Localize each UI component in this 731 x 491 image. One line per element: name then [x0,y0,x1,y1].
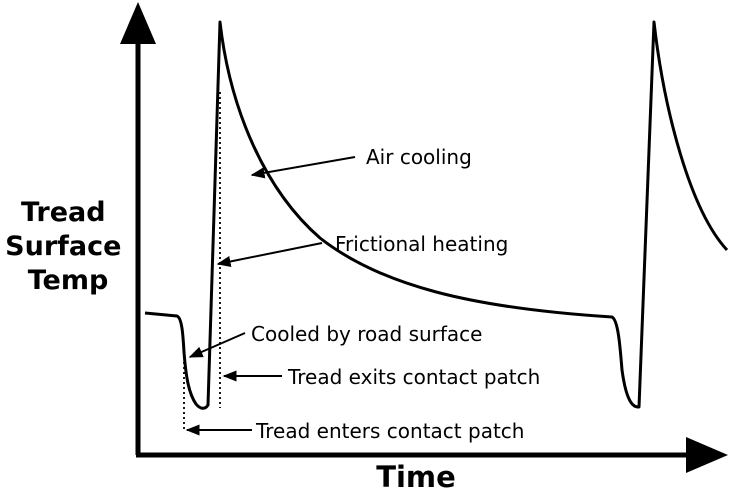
tread-enters-label: Tread enters contact patch [255,419,524,443]
tread-exits-label: Tread exits contact patch [287,365,540,389]
y-axis-title: Tread Surface Temp [5,197,131,296]
frictional-heating-label: Frictional heating [335,232,508,256]
y-axis-title-line-1: Tread [21,197,106,228]
y-axis-arrowhead [120,2,156,44]
y-axis-title-line-2: Surface [5,231,121,262]
y-axis-title-line-3: Temp [28,265,109,296]
axes [120,2,728,473]
cooled-by-road-arrow [188,332,246,358]
air-cooling-arrow [250,156,356,179]
frictional-heating-arrow [216,242,323,267]
temperature-curve [144,20,729,410]
air-cooling-label: Air cooling [366,145,472,169]
x-axis-arrowhead [686,437,728,473]
cooled-by-road-label: Cooled by road surface [251,322,482,346]
x-axis-title: Time [376,460,456,491]
